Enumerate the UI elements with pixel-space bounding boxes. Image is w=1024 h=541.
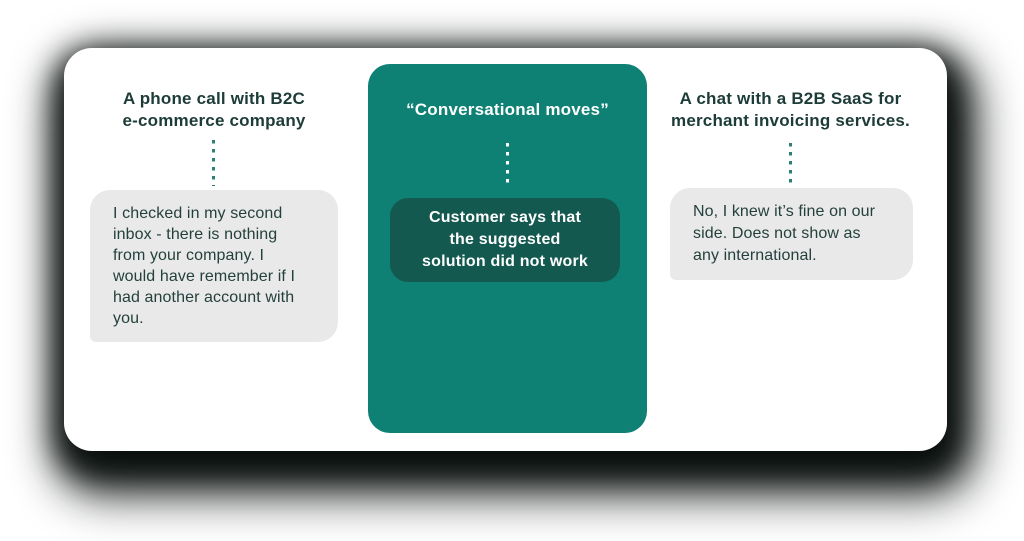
left-dotted-connector bbox=[212, 140, 215, 186]
panel-dotted-connector bbox=[506, 143, 509, 185]
right-column-header: A chat with a B2B SaaS for merchant invo… bbox=[671, 89, 910, 130]
center-panel: “Conversational moves” Customer says tha… bbox=[368, 64, 647, 433]
highlight-box: Customer says that the suggested solutio… bbox=[390, 198, 620, 282]
left-chat-bubble: I checked in my second inbox - there is … bbox=[90, 190, 338, 342]
highlight-box-text: Customer says that the suggested solutio… bbox=[422, 209, 588, 270]
right-dotted-connector bbox=[789, 143, 792, 185]
panel-title: “Conversational moves” bbox=[406, 100, 609, 119]
right-chat-bubble: No, I knew it’s fine on our side. Does n… bbox=[670, 188, 913, 280]
card: A phone call with B2C e-commerce company… bbox=[64, 48, 947, 451]
left-column-header: A phone call with B2C e-commerce company bbox=[122, 89, 306, 130]
